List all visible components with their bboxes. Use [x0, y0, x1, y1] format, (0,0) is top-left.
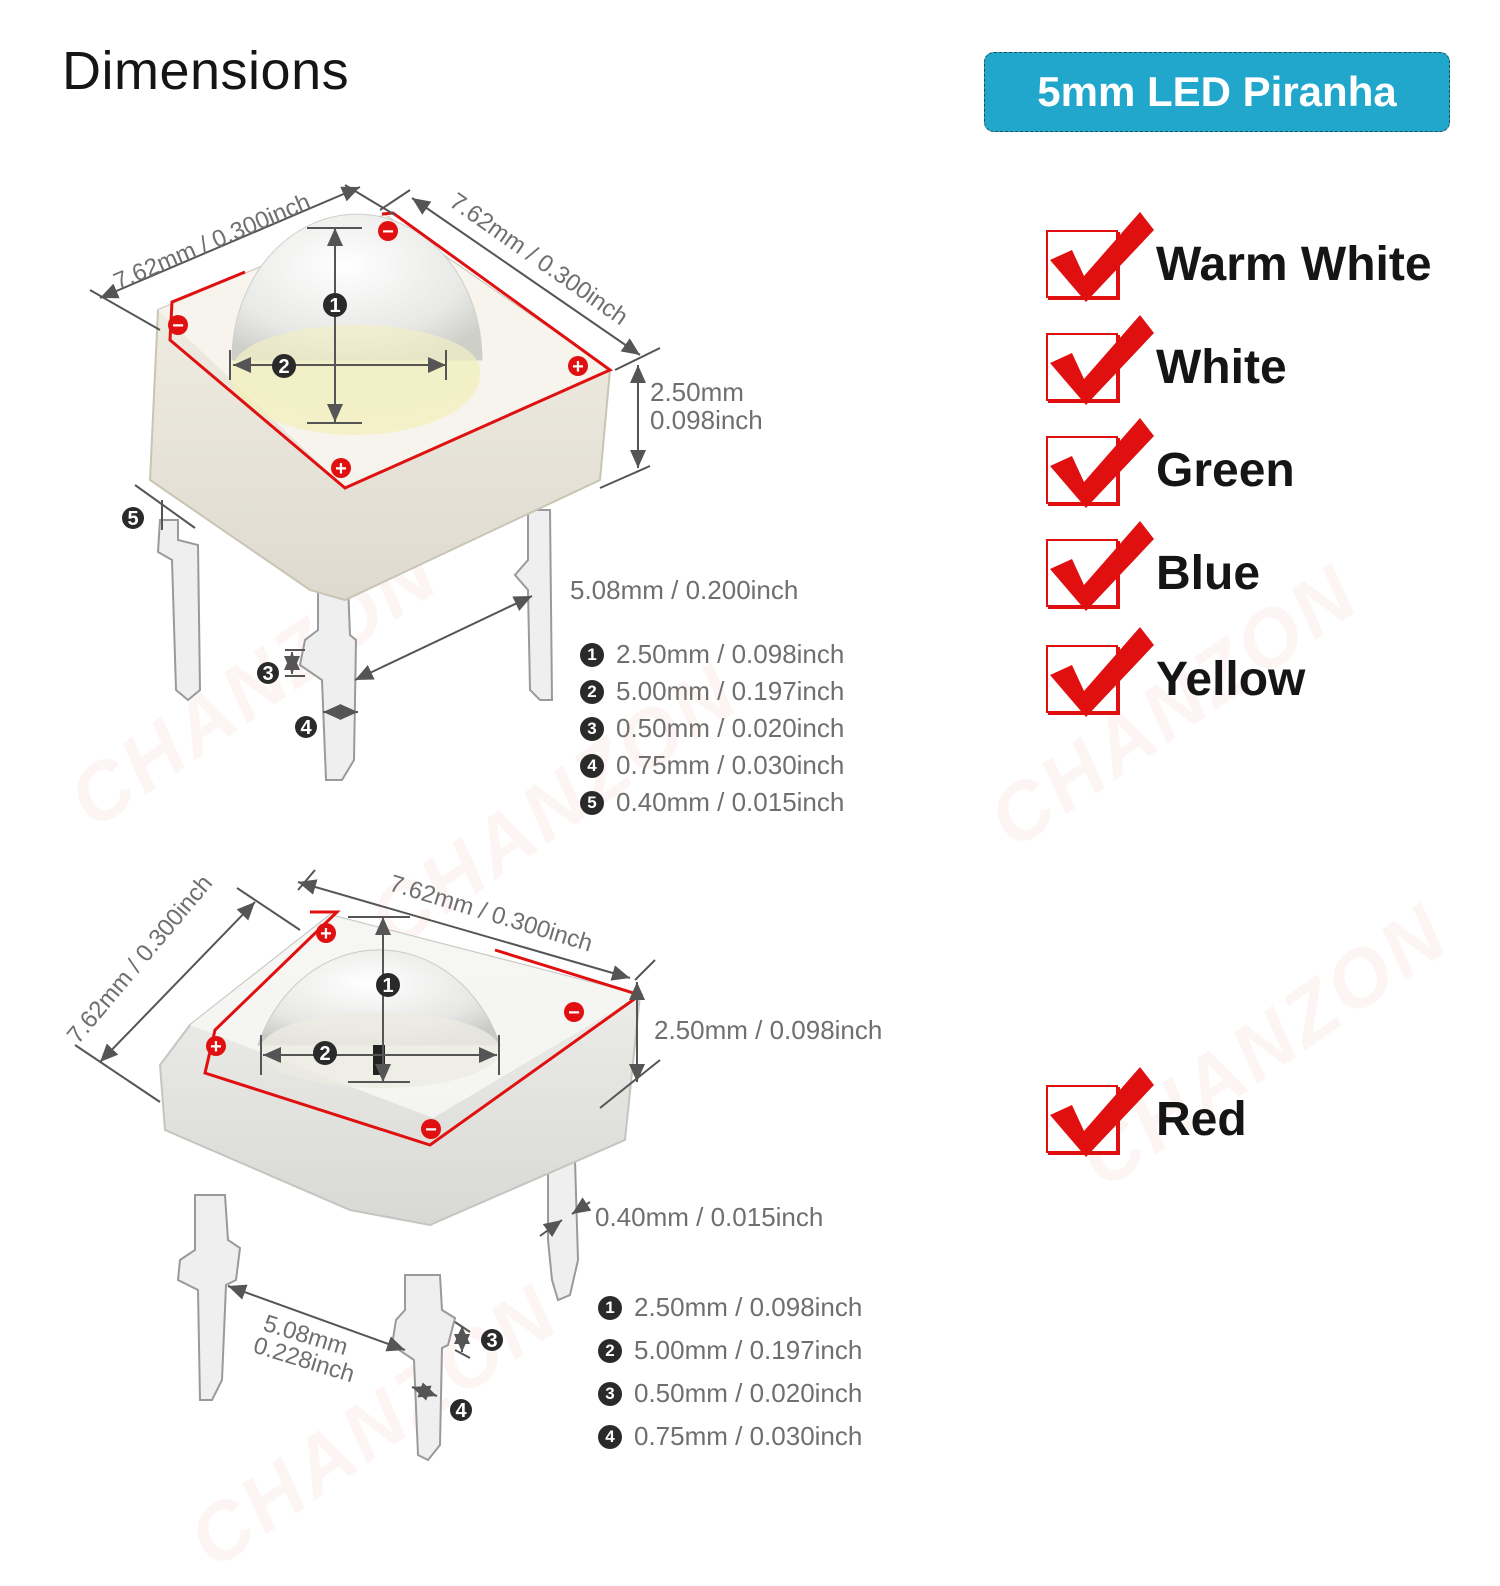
color-option-yellow: Yellow [1046, 627, 1306, 720]
svg-text:+: + [320, 923, 332, 945]
checkbox-checked [1046, 418, 1154, 508]
legend-row: 4 0.75mm / 0.030inch [580, 747, 844, 784]
legend-row: 2 5.00mm / 0.197inch [598, 1329, 862, 1372]
marker-3-icon: 3 [598, 1381, 622, 1406]
page-title: Dimensions [62, 41, 350, 101]
legend-row: 3 0.50mm / 0.020inch [598, 1372, 862, 1415]
dimension-markers: 1 2 3 4 [313, 973, 503, 1422]
svg-text:−: − [568, 1002, 580, 1024]
color-label: Warm White [1156, 237, 1432, 291]
marker-1-icon: 1 [580, 642, 604, 667]
height-label: 2.50mm 0.098inch [650, 378, 763, 434]
color-option-red: Red [1046, 1067, 1247, 1160]
checkmark-icon [1050, 1067, 1154, 1157]
pin-spacing-label: 5.08mm / 0.200inch [570, 575, 799, 605]
svg-text:1: 1 [382, 975, 393, 997]
legend-text: 2.50mm / 0.098inch [634, 1292, 863, 1322]
marker-4-icon: 4 [580, 753, 604, 778]
legend-text: 0.75mm / 0.030inch [634, 1421, 863, 1451]
marker-4-icon: 4 [598, 1424, 622, 1449]
legend-row: 5 0.40mm / 0.015inch [580, 784, 844, 821]
checkbox-checked [1046, 1067, 1154, 1157]
legend-text: 5.00mm / 0.197inch [634, 1335, 863, 1365]
led-diagram-top: − − + + 1 2 3 4 5 7.62mm / 0.300inch [89, 184, 661, 781]
legend-text: 0.40mm / 0.015inch [616, 787, 845, 817]
svg-text:+: + [335, 458, 347, 480]
product-badge: 5mm LED Piranha [984, 52, 1450, 132]
height-inch: 0.098inch [650, 405, 763, 435]
svg-text:2: 2 [278, 356, 289, 378]
checkbox-checked [1046, 212, 1154, 302]
led-pins [176, 1159, 580, 1462]
dimension-markers: 1 2 3 4 5 [122, 293, 347, 739]
checkmark-icon [1050, 315, 1154, 405]
svg-text:−: − [172, 315, 184, 337]
height-mm: 2.50mm [650, 377, 744, 407]
marker-2-icon: 2 [598, 1338, 622, 1363]
legend-text: 0.50mm / 0.020inch [616, 713, 845, 743]
color-label: Red [1156, 1092, 1247, 1146]
color-label: Blue [1156, 546, 1261, 600]
svg-text:4: 4 [455, 1400, 467, 1422]
led-diagram-bottom: + + − − 1 2 3 4 7.62mm / 0.300inch 7.62m… [62, 869, 661, 1462]
marker-1-icon: 1 [598, 1295, 622, 1320]
svg-text:+: + [572, 356, 584, 378]
checkbox-checked [1046, 521, 1154, 611]
svg-text:−: − [425, 1119, 437, 1141]
color-option-green: Green [1046, 418, 1295, 511]
legend-text: 5.00mm / 0.197inch [616, 676, 845, 706]
legend-text: 0.75mm / 0.030inch [616, 750, 845, 780]
svg-text:3: 3 [262, 663, 273, 685]
color-option-white: White [1046, 315, 1287, 408]
marker-2-icon: 2 [580, 679, 604, 704]
checkmark-icon [1050, 627, 1154, 717]
svg-text:4: 4 [300, 717, 312, 739]
legend-text: 0.50mm / 0.020inch [634, 1378, 863, 1408]
checkmark-icon [1050, 521, 1154, 611]
color-option-warm-white: Warm White [1046, 212, 1432, 305]
legend-text: 2.50mm / 0.098inch [616, 639, 845, 669]
marker-3-icon: 3 [580, 716, 604, 741]
svg-text:5: 5 [127, 508, 138, 530]
legend-row: 1 2.50mm / 0.098inch [580, 636, 844, 673]
led-pins [156, 509, 554, 781]
height-label: 2.50mm / 0.098inch [654, 1015, 883, 1045]
svg-text:+: + [210, 1036, 222, 1058]
legend-row: 3 0.50mm / 0.020inch [580, 710, 844, 747]
svg-text:1: 1 [329, 295, 340, 317]
legend-row: 4 0.75mm / 0.030inch [598, 1415, 862, 1458]
checkmark-icon [1050, 418, 1154, 508]
checkbox-checked [1046, 315, 1154, 405]
color-label: Yellow [1156, 652, 1306, 706]
marker-5-icon: 5 [580, 790, 604, 815]
polarity-marks: − − + + [168, 221, 588, 480]
pin-thickness-label: 0.40mm / 0.015inch [595, 1202, 824, 1232]
svg-text:−: − [382, 221, 394, 243]
svg-text:3: 3 [486, 1330, 497, 1352]
color-label: White [1156, 340, 1287, 394]
color-label: Green [1156, 443, 1295, 497]
checkmark-icon [1050, 212, 1154, 302]
legend-row: 2 5.00mm / 0.197inch [580, 673, 844, 710]
color-option-blue: Blue [1046, 521, 1261, 614]
svg-text:2: 2 [319, 1043, 330, 1065]
legend-row: 1 2.50mm / 0.098inch [598, 1286, 862, 1329]
checkbox-checked [1046, 627, 1154, 717]
